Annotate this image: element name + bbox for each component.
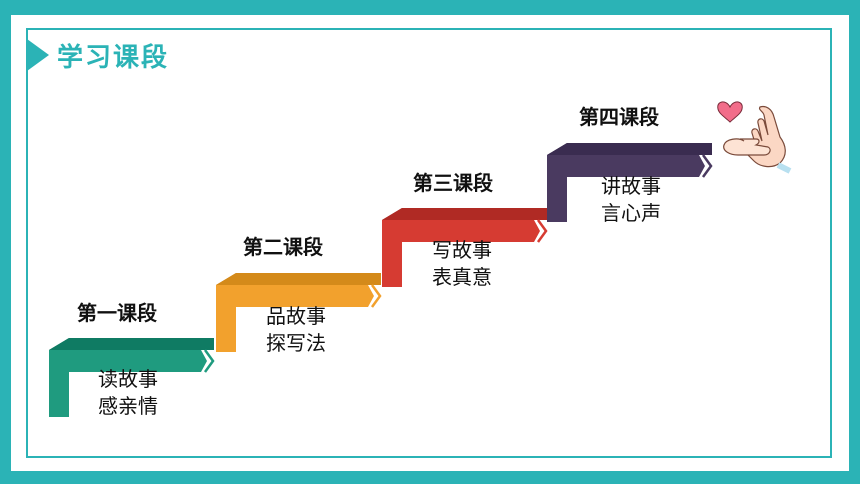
step-4-title: 第四课段 [579, 105, 659, 129]
slide: 学习课段 第一课段 第二课 [11, 15, 849, 471]
step-4-shape [547, 143, 713, 222]
step-1-line-1: 读故事 [98, 367, 158, 391]
step-2-shape [216, 273, 382, 352]
step-4-line-1: 讲故事 [601, 174, 661, 198]
step-2-line-2: 探写法 [266, 331, 326, 355]
step-1-shape [49, 338, 215, 417]
heart-hands-icon [717, 101, 792, 174]
step-2-description: 品故事 探写法 [266, 303, 326, 357]
step-2-title: 第二课段 [243, 235, 323, 259]
step-4-description: 讲故事 言心声 [601, 173, 661, 227]
step-1-description: 读故事 感亲情 [98, 366, 158, 420]
step-3-line-2: 表真意 [432, 265, 492, 289]
step-3-title: 第三课段 [413, 171, 493, 195]
step-1-line-2: 感亲情 [98, 394, 158, 418]
page-title: 学习课段 [57, 43, 170, 73]
content-frame [26, 28, 832, 458]
step-1-title: 第一课段 [77, 301, 157, 325]
step-3-shape [382, 208, 548, 287]
step-2-line-1: 品故事 [266, 304, 326, 328]
step-3-description: 写故事 表真意 [432, 237, 492, 291]
step-3-line-1: 写故事 [432, 238, 492, 262]
step-4-line-2: 言心声 [601, 201, 661, 225]
staircase-diagram [49, 143, 713, 417]
title-arrow-icon [27, 39, 49, 71]
